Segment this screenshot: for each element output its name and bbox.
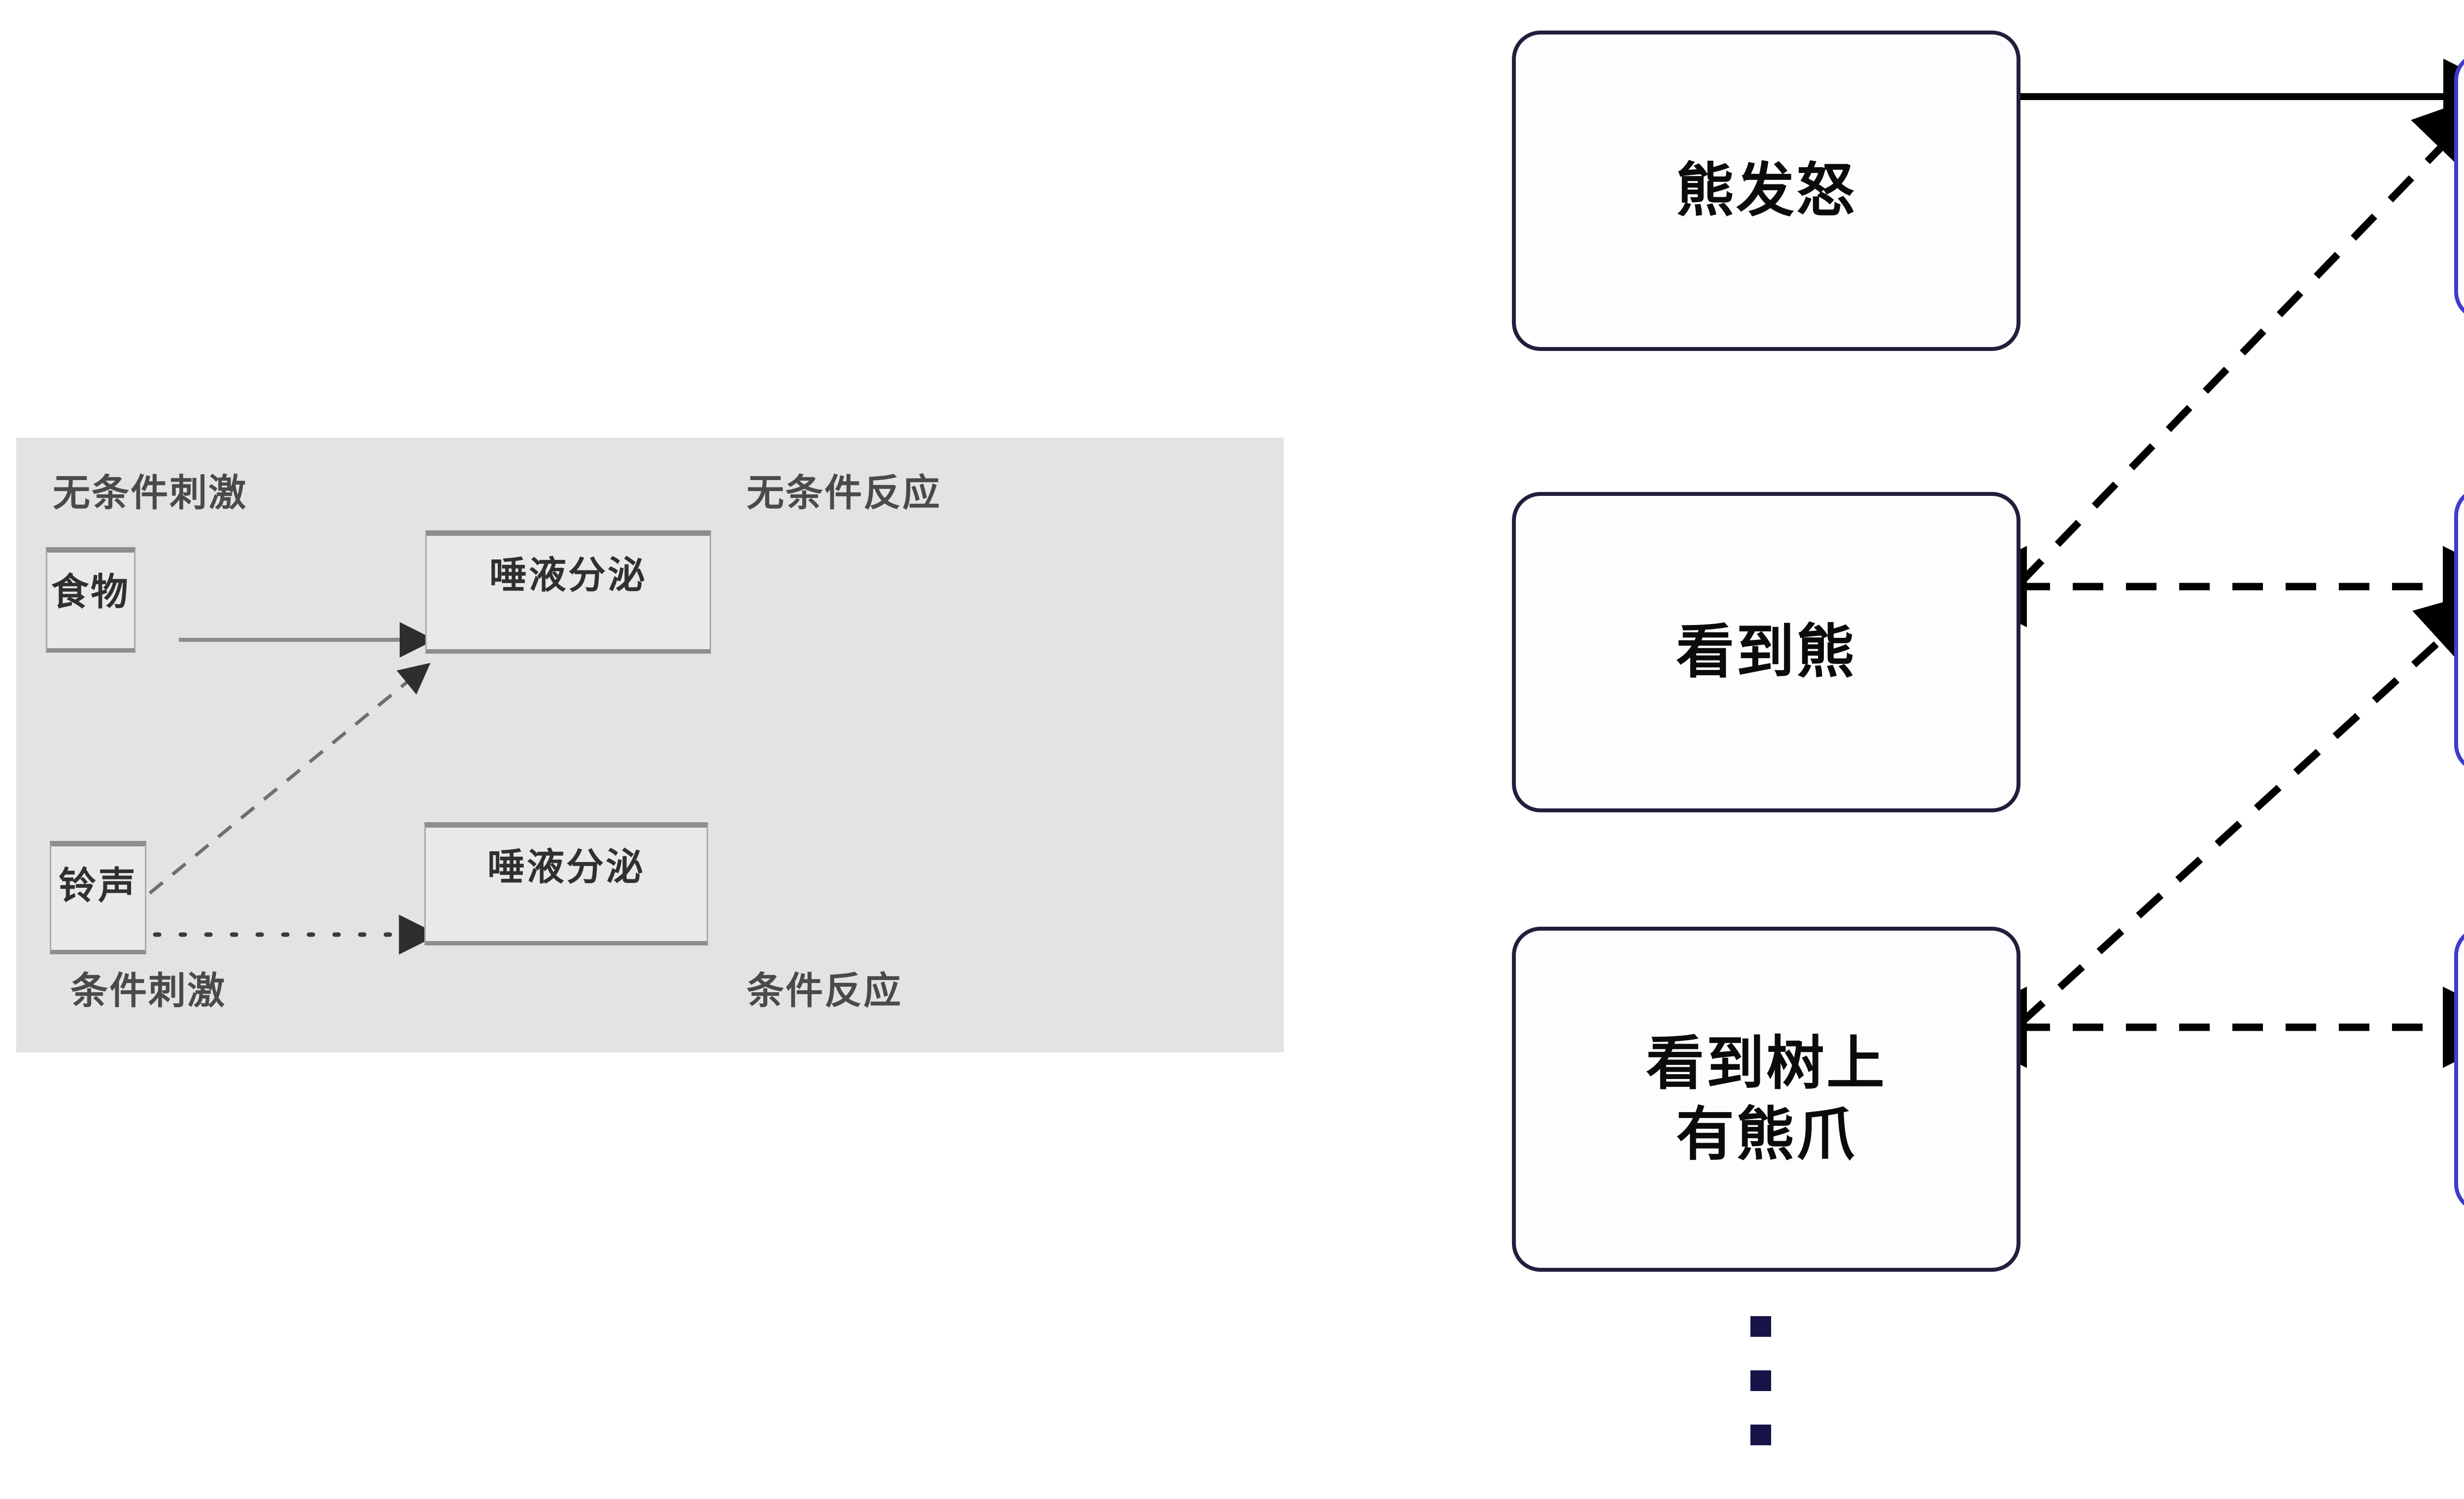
- ellipsis-square: [1750, 1425, 1771, 1445]
- ellipsis-square: [1750, 1316, 1771, 1337]
- rl-box-see-claw-label: 看到树上 有熊爪: [1646, 1028, 1886, 1170]
- rl-box-bear-angry-label: 熊发怒: [1676, 156, 1856, 225]
- left-column-ellipsis: [1750, 1316, 1771, 1445]
- pavlov-arrow-bell-dashed-diagonal: [103, 662, 431, 932]
- rl-box-see-claw[interactable]: 看到树上 有熊爪: [1512, 927, 2020, 1272]
- rl-box-reward[interactable]: 奖励: [2454, 52, 2464, 320]
- rl-box-see-claw-line2: 有熊爪: [1676, 1100, 1856, 1168]
- label-conditioned-response: 条件反应: [747, 969, 902, 1012]
- label-unconditioned-stimulus: 无条件刺激: [53, 471, 247, 515]
- label-unconditioned-response: 无条件反应: [747, 471, 941, 515]
- pavlov-box-bell: 铃声: [50, 841, 146, 954]
- rl-box-bear-angry[interactable]: 熊发怒: [1512, 31, 2020, 351]
- classical-conditioning-panel: 无条件刺激 无条件反应 条件刺激 条件反应 食物 铃声 唾液分泌 唾液分泌: [16, 438, 1284, 1052]
- pavlov-box-salivation-conditioned: 唾液分泌: [424, 822, 708, 945]
- rl-box-see-claw-line1: 看到树上: [1645, 1029, 1886, 1098]
- rl-box-value-s[interactable]: V(s): [2454, 927, 2464, 1213]
- pavlov-arrow-layer: [102, 622, 439, 955]
- label-conditioned-stimulus: 条件刺激: [70, 969, 226, 1012]
- pavlov-box-salivation-unconditioned: 唾液分泌: [425, 530, 711, 654]
- pavlov-box-salivation-unconditioned-label: 唾液分泌: [489, 553, 647, 597]
- rl-arrow-see-bear-to-reward: [2018, 90, 2464, 586]
- ellipsis-square: [1750, 1370, 1771, 1391]
- pavlov-box-food-label: 食物: [51, 570, 130, 614]
- pavlov-box-bell-label: 铃声: [59, 864, 137, 907]
- rl-box-value-s-prime[interactable]: V(s′): [2454, 487, 2464, 773]
- pavlov-box-salivation-conditioned-label: 唾液分泌: [487, 845, 645, 889]
- rl-box-see-bear[interactable]: 看到熊: [1512, 492, 2020, 812]
- pavlov-box-food: 食物: [46, 547, 136, 653]
- rl-box-see-bear-label: 看到熊: [1676, 618, 1856, 686]
- rl-arrow-see-claw-to-value-s-prime: [2018, 586, 2464, 1026]
